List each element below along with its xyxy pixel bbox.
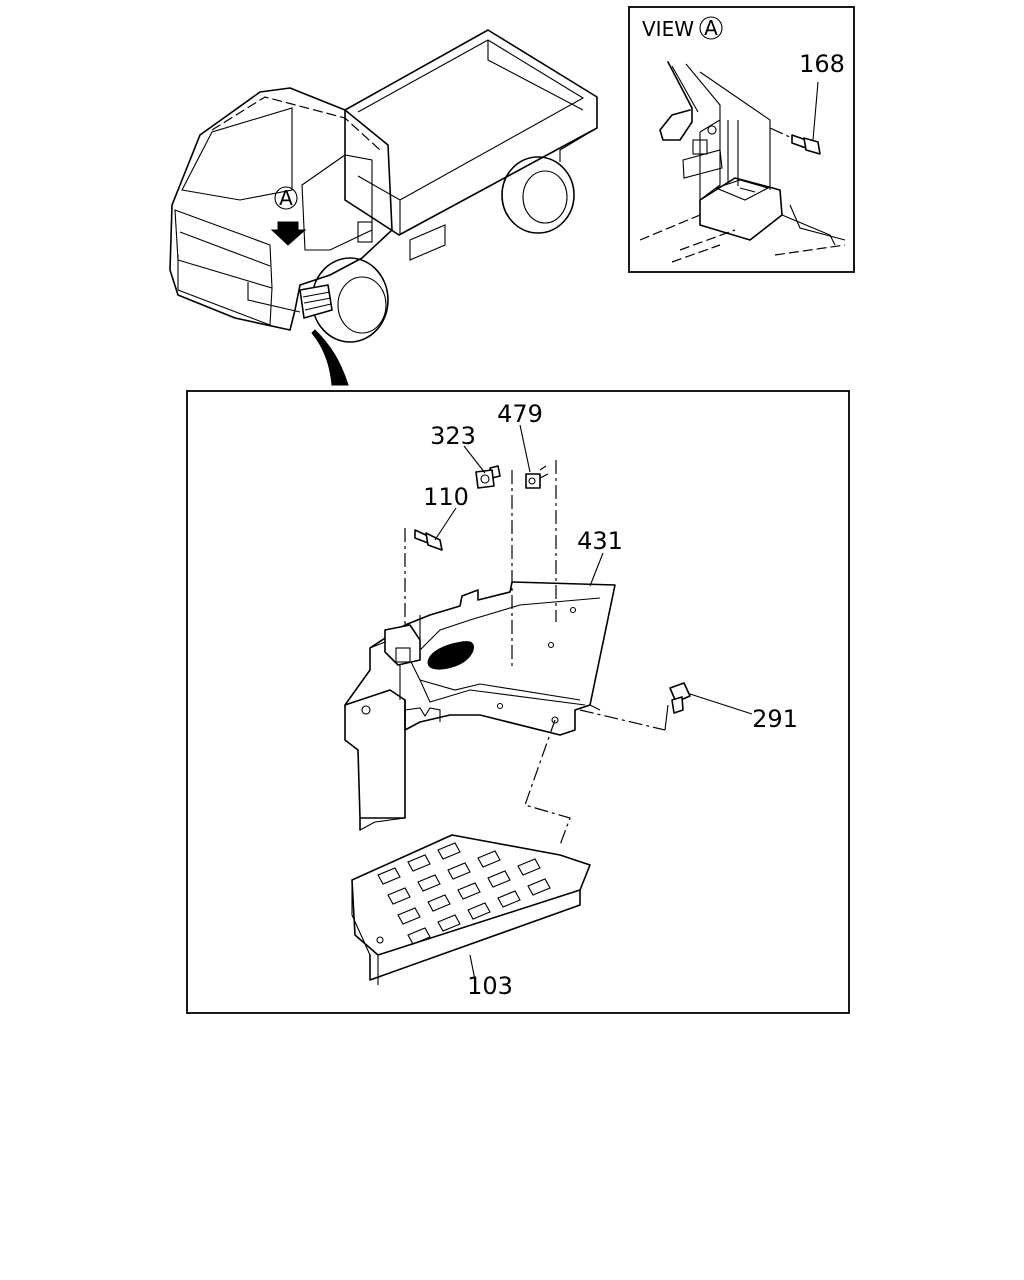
truck-illustration: A [169,29,598,386]
fastener-291: 291 [579,682,798,733]
view-title: VIEW [642,17,694,41]
callout-291: 291 [752,705,798,733]
fastener-323: 323 [430,422,513,670]
callout-110: 110 [423,483,469,511]
callout-103: 103 [467,972,513,1000]
callout-431-leader: 431 [577,527,623,587]
truck-marker-label: A [279,186,293,210]
callout-323: 323 [430,422,476,450]
callout-168: 168 [799,50,845,78]
view-marker: A [704,16,718,40]
callout-479: 479 [497,400,543,428]
callout-431: 431 [577,527,623,555]
step-103: 103 [351,719,591,1000]
fastener-479: 479 [497,400,557,622]
bracket-431 [344,581,616,831]
fastener-110: 110 [404,483,469,625]
view-a-inset: VIEW A 168 [628,6,855,273]
detail-frame [186,390,850,1014]
